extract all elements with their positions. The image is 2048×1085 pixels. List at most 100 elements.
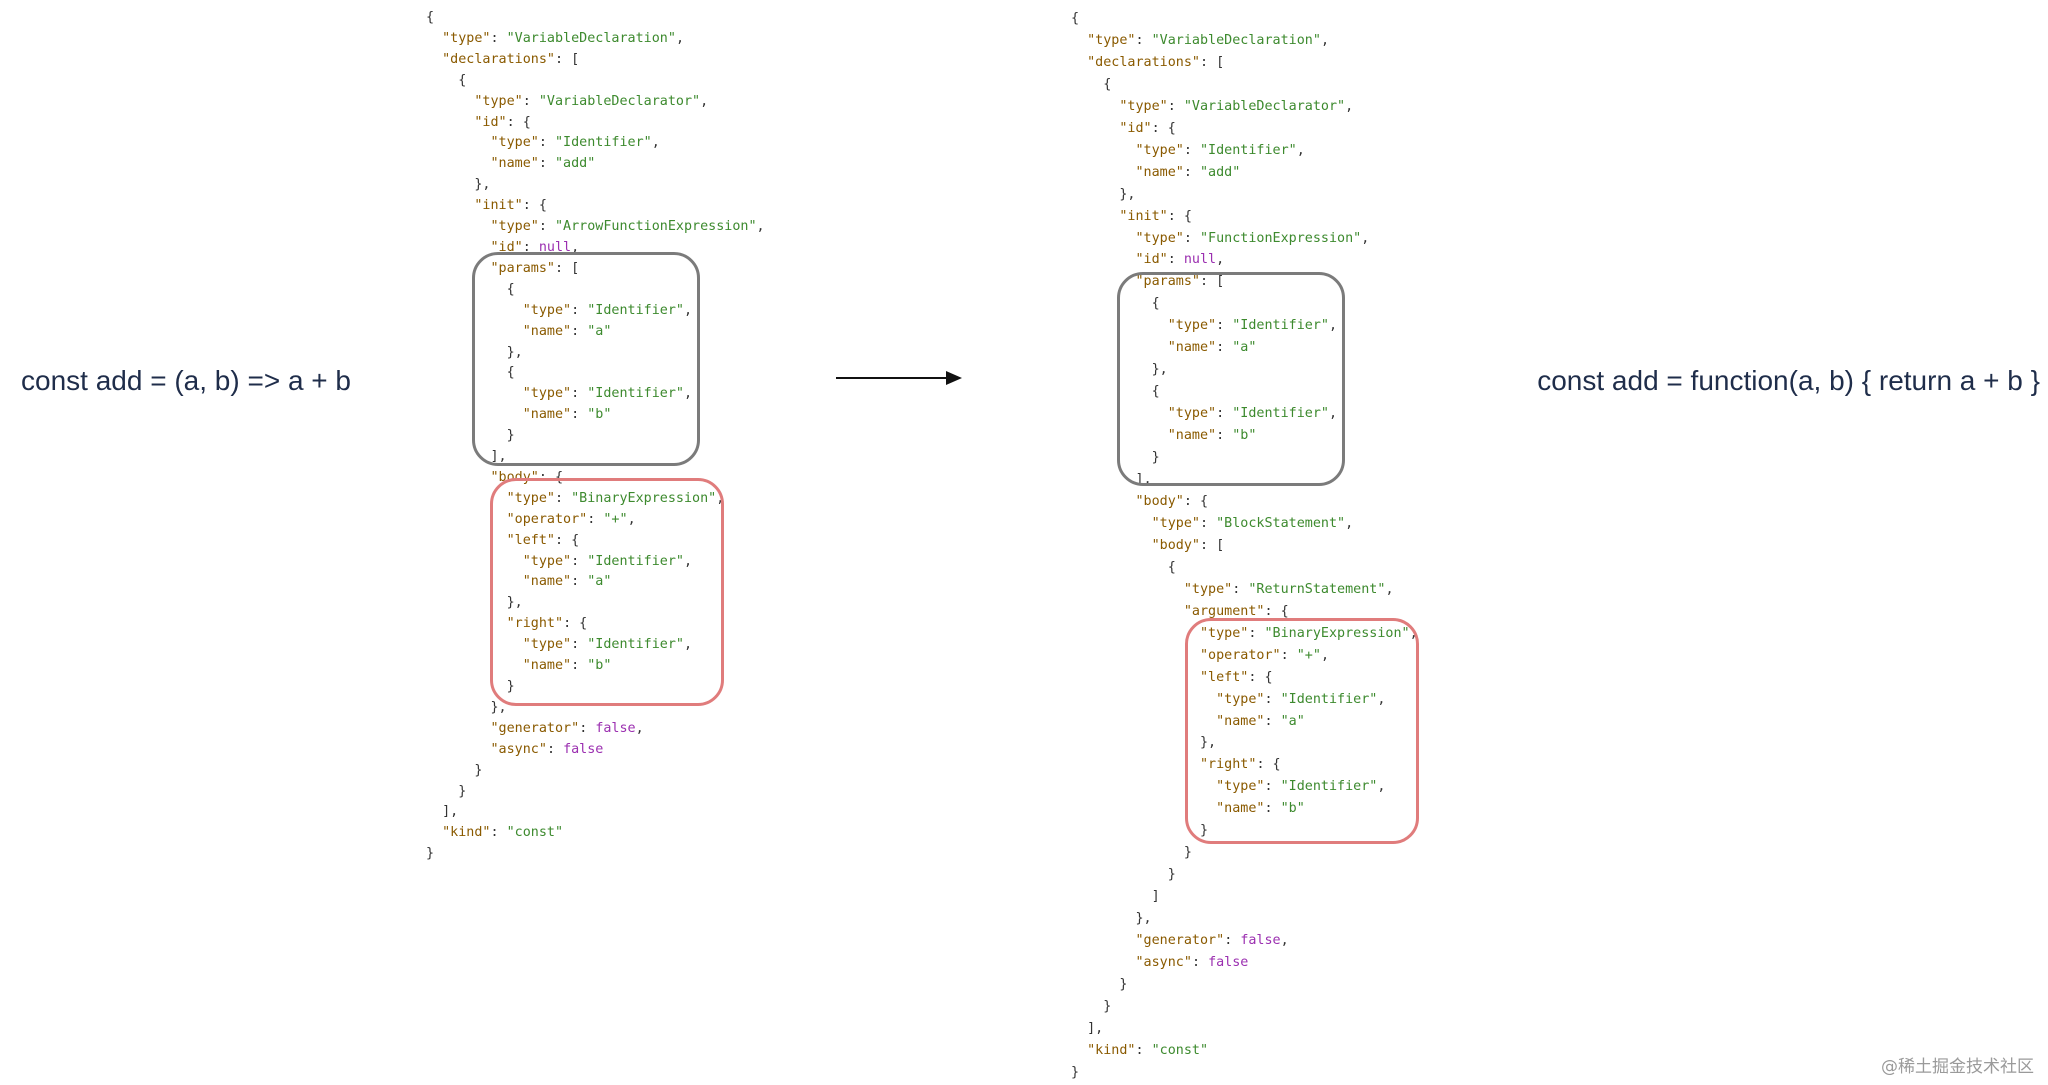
- code-token: },: [1071, 186, 1136, 202]
- code-token: [1071, 516, 1152, 531]
- code-line: "id": null,: [1071, 249, 1418, 271]
- arrow-function-ast-json: { "type": "VariableDeclaration", "declar…: [426, 8, 765, 865]
- code-token: "type": [490, 219, 539, 235]
- code-line: "type": "Identifier",: [1071, 315, 1418, 337]
- code-token: :: [538, 135, 555, 151]
- code-token: false: [563, 741, 604, 757]
- code-token: "init": [1119, 208, 1168, 224]
- code-token: "Identifier": [587, 386, 684, 402]
- code-token: ,: [1320, 647, 1329, 663]
- code-token: ,: [571, 239, 580, 255]
- code-token: [1071, 55, 1087, 70]
- code-token: "a": [1280, 713, 1305, 729]
- code-token: [426, 52, 442, 67]
- code-line: "name": "add": [426, 154, 765, 175]
- code-token: : {: [555, 532, 580, 548]
- code-line: "type": "VariableDeclarator",: [1071, 96, 1418, 118]
- code-token: "params": [490, 260, 556, 276]
- code-line: "kind": "const": [1071, 1040, 1418, 1062]
- code-line: "generator": false,: [426, 719, 765, 740]
- code-token: :: [1216, 406, 1233, 422]
- code-token: {: [426, 365, 515, 381]
- code-line: "declarations": [: [1071, 52, 1418, 74]
- code-token: :: [1167, 252, 1184, 268]
- code-token: ,: [684, 553, 693, 569]
- code-token: :: [571, 574, 588, 590]
- code-token: },: [426, 177, 491, 193]
- code-token: :: [522, 93, 539, 109]
- code-token: "argument": [1183, 603, 1265, 619]
- code-token: ,: [1361, 230, 1370, 246]
- code-line: "type": "Identifier",: [1071, 403, 1418, 425]
- code-token: "a": [587, 574, 612, 590]
- code-token: ,: [756, 219, 765, 235]
- code-token: : [: [1200, 274, 1225, 290]
- code-token: : {: [1248, 669, 1273, 685]
- code-token: "+": [603, 511, 628, 527]
- code-line: "type": "Identifier",: [426, 133, 765, 154]
- code-token: :: [1264, 779, 1281, 795]
- code-line: },: [1071, 184, 1418, 206]
- code-token: :: [571, 407, 588, 423]
- code-token: "Identifier": [555, 135, 652, 151]
- code-token: "Identifier": [587, 302, 684, 318]
- code-token: ,: [1385, 581, 1394, 597]
- code-token: [426, 825, 442, 840]
- code-token: "type": [1135, 230, 1184, 246]
- code-token: "BlockStatement": [1216, 515, 1346, 531]
- code-line: "kind": "const": [426, 823, 765, 844]
- code-token: "Identifier": [1200, 142, 1297, 158]
- code-token: : {: [1264, 603, 1289, 619]
- code-line: "type": "ReturnStatement",: [1071, 579, 1418, 601]
- code-token: [426, 240, 491, 255]
- code-token: :: [1280, 647, 1297, 663]
- code-token: [426, 742, 491, 757]
- code-line: }: [1071, 842, 1418, 864]
- code-line: "type": "Identifier",: [426, 635, 765, 656]
- code-token: "add": [555, 156, 596, 172]
- code-line: "name": "a": [1071, 337, 1418, 359]
- code-token: :: [571, 386, 588, 402]
- code-token: "Identifier": [1232, 406, 1329, 422]
- code-token: "name": [1167, 340, 1217, 356]
- code-token: "type": [522, 302, 572, 318]
- params-highlight-left: [472, 252, 700, 466]
- code-line: "name": "a": [426, 322, 765, 343]
- code-token: ]: [1071, 889, 1160, 905]
- transform-arrow-icon: [836, 371, 962, 385]
- code-token: "Identifier": [587, 637, 684, 653]
- code-token: [1071, 252, 1136, 267]
- code-token: "kind": [1087, 1042, 1136, 1058]
- code-line: }: [1071, 864, 1418, 886]
- code-token: :: [1224, 933, 1241, 949]
- code-token: ,: [684, 637, 693, 653]
- code-token: "type": [1216, 779, 1265, 795]
- code-token: "name": [490, 156, 539, 172]
- code-line: "right": {: [1071, 754, 1418, 776]
- code-token: [1071, 670, 1200, 685]
- code-line: "type": "Identifier",: [426, 384, 765, 405]
- function-expression: const add = function(a, b) { return a + …: [1537, 365, 2040, 396]
- code-line: "name": "b": [1071, 425, 1418, 447]
- code-token: }: [1071, 450, 1160, 466]
- code-line: "declarations": [: [426, 50, 765, 71]
- code-token: [1071, 99, 1119, 114]
- code-line: "right": {: [426, 614, 765, 635]
- code-token: : {: [522, 198, 547, 214]
- code-line: "id": null,: [426, 238, 765, 259]
- code-token: {: [1071, 384, 1160, 400]
- code-token: :: [1183, 142, 1200, 158]
- code-token: ,: [1345, 98, 1354, 114]
- code-token: "right": [506, 616, 564, 632]
- code-line: ]: [1071, 886, 1418, 908]
- code-token: }: [426, 428, 515, 444]
- code-token: :: [555, 490, 572, 506]
- code-token: [426, 31, 442, 46]
- code-token: : {: [563, 616, 588, 632]
- code-token: "b": [1232, 428, 1257, 444]
- code-token: null: [1183, 252, 1217, 268]
- code-line: }: [426, 761, 765, 782]
- code-line: },: [1071, 359, 1418, 381]
- code-token: :: [1135, 32, 1152, 48]
- code-token: "left": [506, 532, 555, 548]
